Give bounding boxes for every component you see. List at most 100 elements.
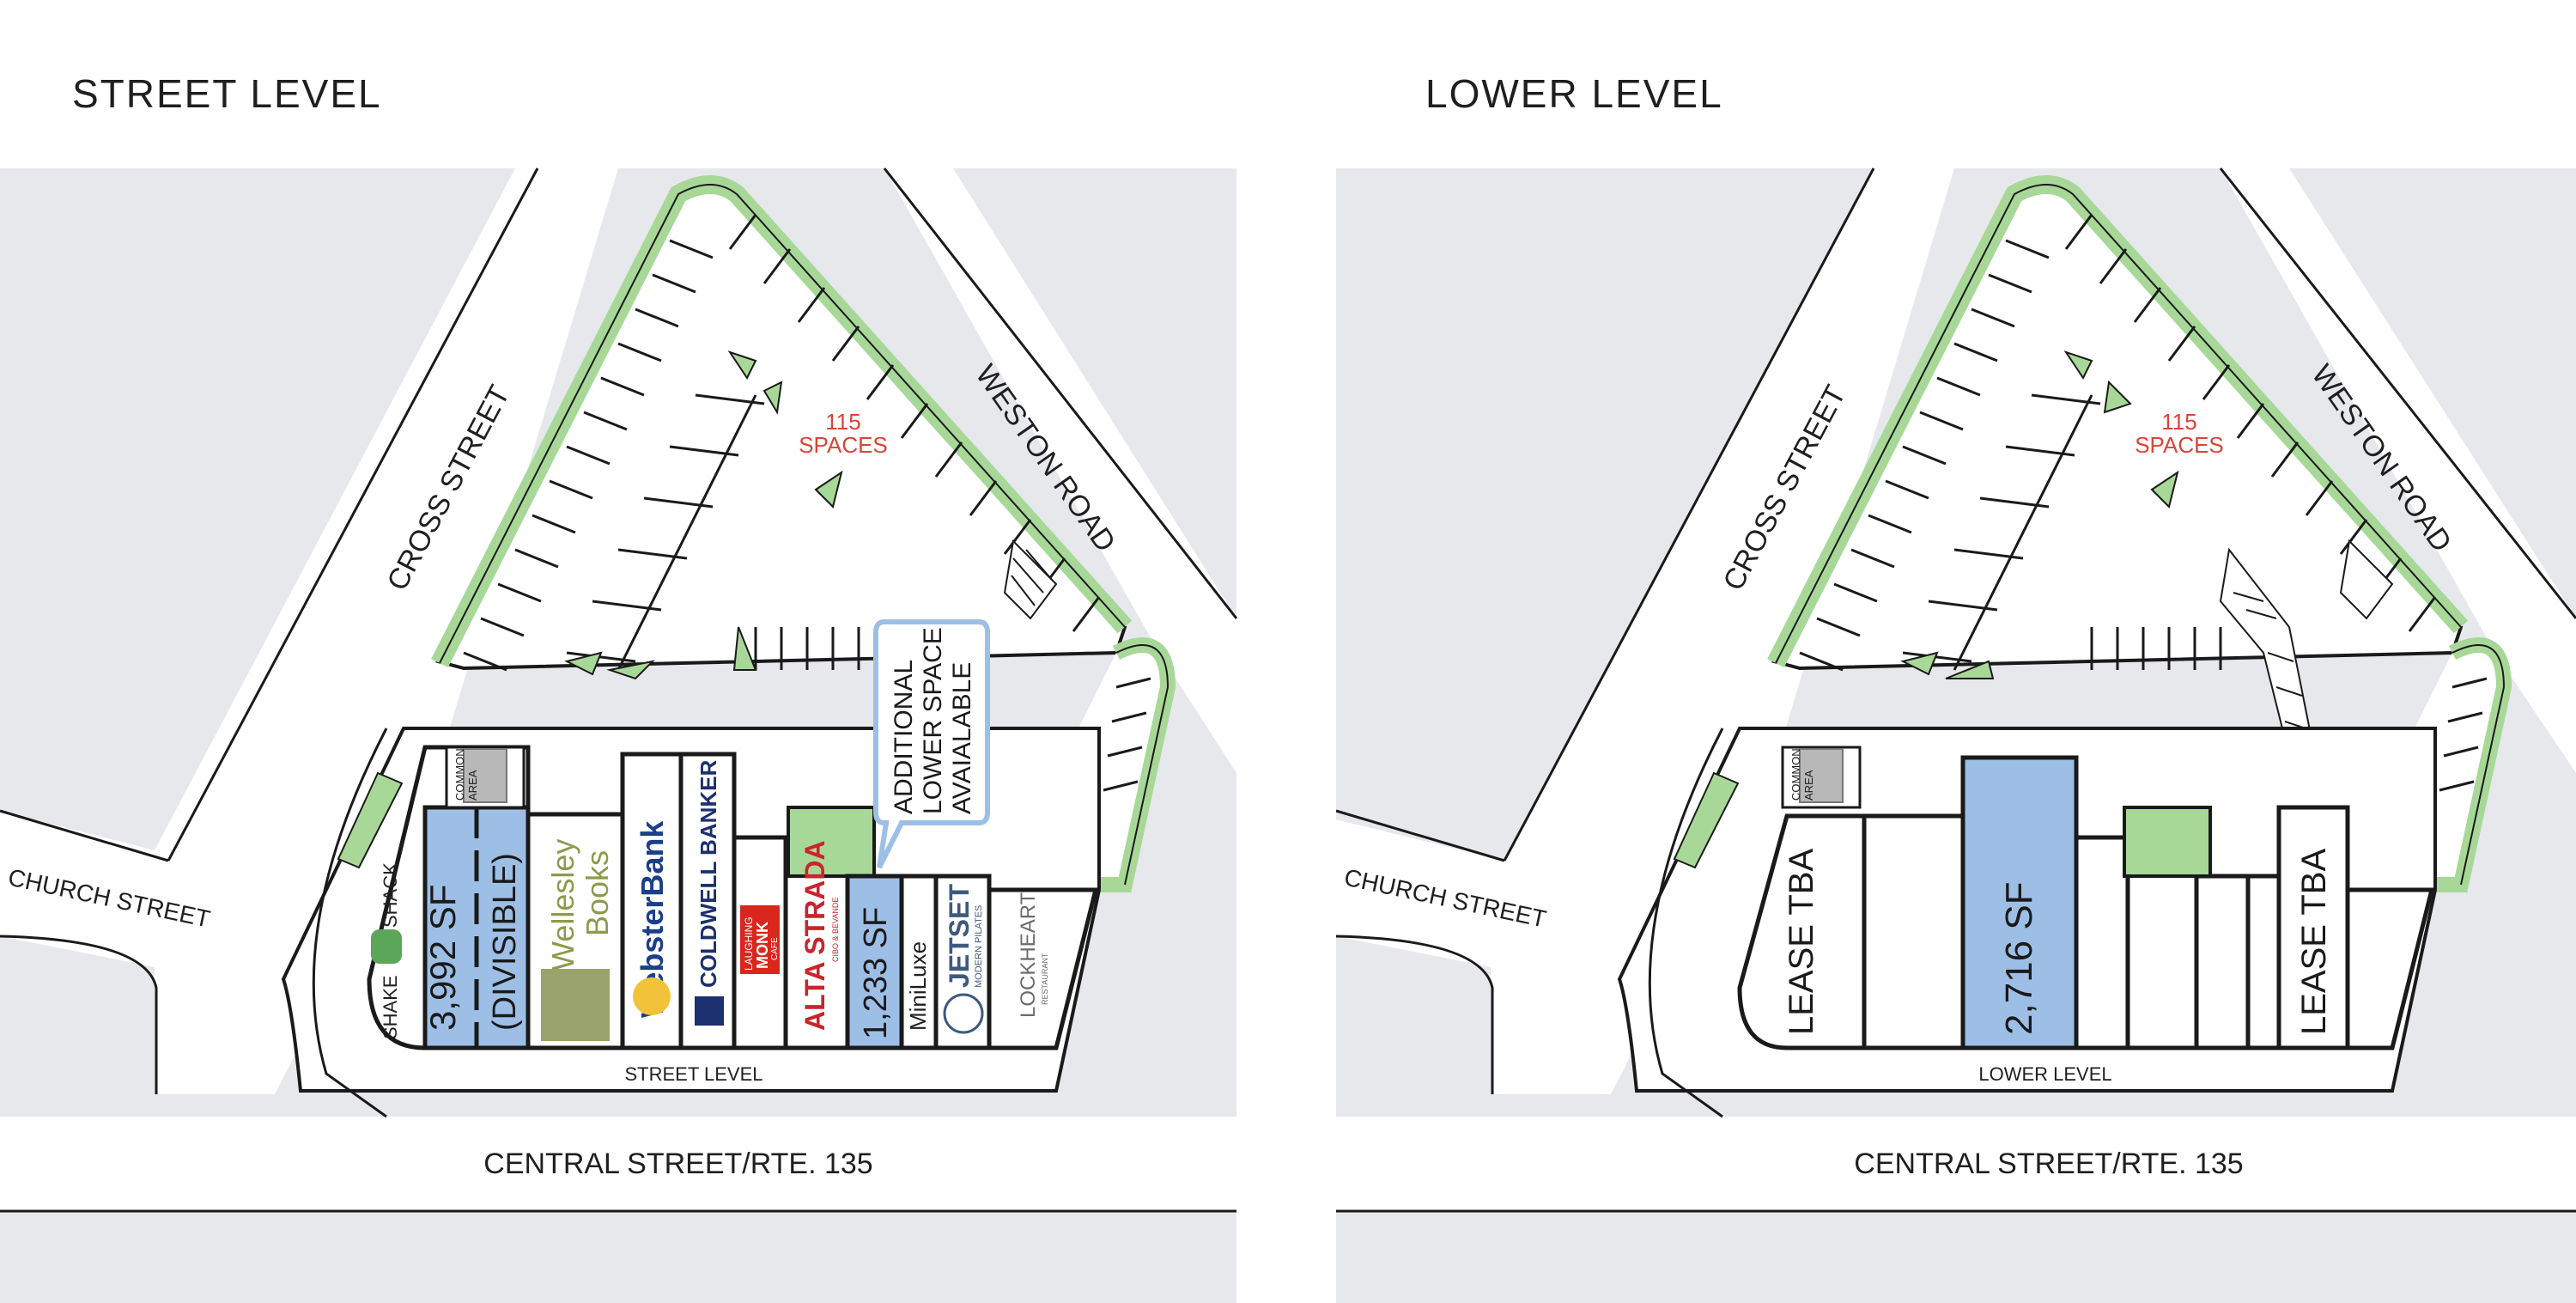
street-level-title: STREET LEVEL xyxy=(72,71,382,116)
cross-curb-a xyxy=(1336,809,1505,862)
unit-6[interactable] xyxy=(2194,874,2251,1050)
lease-tba-2-label: LEASE TBA xyxy=(2295,849,2333,1035)
cross-street-area xyxy=(1336,168,1954,1094)
parking-stripes-drive xyxy=(2090,627,2222,670)
green-island-6 xyxy=(732,626,757,671)
street-level-map-svg: 115 SPACES CROSS STREET WESTON ROAD CHUR… xyxy=(0,167,1238,1303)
plaza-green xyxy=(337,771,404,869)
green-island-1 xyxy=(2063,350,2093,380)
callout-line-3: AVAIALABLE xyxy=(948,662,976,814)
parking-stripes-left xyxy=(463,239,714,672)
central-street-road xyxy=(0,1117,1236,1211)
callout-bubble xyxy=(873,619,990,869)
green-island-4 xyxy=(564,651,603,676)
church-lot xyxy=(1336,936,1492,1094)
space-2716[interactable] xyxy=(1960,755,2079,1050)
hatched-area xyxy=(1003,539,1058,620)
weston-curb xyxy=(883,167,1238,619)
miniluxe-label: MiniLuxe xyxy=(905,941,931,1031)
courtyard-green xyxy=(787,806,876,878)
hatched-area xyxy=(2339,539,2394,620)
lockheart-sub: RESTAURANT xyxy=(1041,953,1049,1005)
green-island-3 xyxy=(814,470,843,508)
lower-units xyxy=(1737,805,2435,1050)
wellesley-books-label-1: Wellesley xyxy=(545,839,580,971)
common-area-label-1: COMMON xyxy=(1789,748,1802,801)
unit-7[interactable] xyxy=(2245,874,2281,1050)
cross-curb-b xyxy=(1503,167,1875,862)
lower-level-map-svg: 115 SPACES CROSS STREET WESTON ROAD CHUR… xyxy=(1336,167,2576,1303)
central-street-label: CENTRAL STREET/RTE. 135 xyxy=(1854,1148,2243,1180)
laughing-monk-label-1: LAUGHING xyxy=(743,916,755,971)
wellesley-books-label-2: Books xyxy=(580,850,615,936)
parking-green-outline xyxy=(1775,184,2462,664)
green-island-4 xyxy=(1900,651,1939,676)
street-level-map: 115 SPACES CROSS STREET WESTON ROAD CHUR… xyxy=(0,167,1238,1303)
unit-lease-2[interactable] xyxy=(2276,805,2350,1050)
store-lockheart[interactable] xyxy=(987,887,1099,1050)
shake-shack-label-1: SHAKE xyxy=(380,975,401,1039)
parking-stripes-right xyxy=(2064,214,2437,632)
common-area-label-2: AREA xyxy=(466,770,479,801)
parking-stripes-left xyxy=(1799,239,2050,672)
space-1233-label: 1,233 SF xyxy=(858,907,894,1039)
alta-strada-sub: CIBO & BEVANDE xyxy=(831,898,840,962)
laughing-monk-label-3: CAFE xyxy=(770,937,780,960)
parking-count: 115 xyxy=(825,409,860,435)
weston-curb xyxy=(2219,167,2576,619)
cross-curb-b xyxy=(167,167,539,862)
level-label: LOWER LEVEL xyxy=(1978,1063,2111,1085)
lower-level-title: LOWER LEVEL xyxy=(1425,71,1723,116)
shake-shack-burger-icon xyxy=(371,929,402,964)
unit-8[interactable] xyxy=(2345,887,2435,1050)
laughing-monk-logo-bg xyxy=(740,905,780,974)
plaza-green xyxy=(1673,771,1740,869)
center-divider xyxy=(1953,394,2093,671)
green-island-3 xyxy=(2150,470,2179,508)
jetset-logo-icon xyxy=(943,993,984,1034)
coldwell-banker-logo-icon xyxy=(695,996,724,1026)
laughing-monk-label-2: MONK xyxy=(754,922,771,969)
space-1233[interactable] xyxy=(845,874,904,1050)
store-miniluxe[interactable] xyxy=(899,874,939,1050)
weston-road xyxy=(2221,168,2576,773)
weston-road xyxy=(884,168,1236,773)
lockheart-label: LOCKHEART xyxy=(1017,892,1040,1018)
space-2716-label: 2,716 SF xyxy=(1998,881,2040,1035)
callout-line-1: ADDITIONAL xyxy=(890,660,918,814)
common-area-fill xyxy=(463,748,507,803)
hatch-lines xyxy=(1011,549,1053,606)
central-street-road xyxy=(1336,1117,2576,1211)
east-drive-outline xyxy=(1115,644,1170,886)
parking-spaces-label: SPACES xyxy=(2135,432,2224,458)
common-area-label-2: AREA xyxy=(1802,770,1815,801)
building-plaza-curve xyxy=(312,728,388,1118)
cross-curb-a xyxy=(0,809,169,862)
coldwell-banker-label: COLDWELL BANKER xyxy=(696,759,721,988)
common-area-fill xyxy=(1799,748,1844,803)
parking-green-outline xyxy=(439,184,1126,664)
center-divider xyxy=(617,394,757,671)
space-3992-label: 3,992 SF xyxy=(422,885,463,1031)
ramp-hatch-lines xyxy=(2233,592,2312,731)
alta-strada-label: ALTA STRADA xyxy=(799,840,830,1031)
green-island-2 xyxy=(762,381,783,415)
unit-2[interactable] xyxy=(1862,813,1965,1050)
webster-bank-logo-icon xyxy=(633,977,671,1015)
jetset-label: JETSET xyxy=(944,884,975,988)
callout-line-2: LOWER SPACE xyxy=(919,627,947,814)
building-plaza-curve xyxy=(1648,728,1724,1118)
level-label: STREET LEVEL xyxy=(625,1063,763,1085)
church-curb xyxy=(0,935,158,1094)
unit-lease-1[interactable] xyxy=(1737,813,1867,1050)
wellesley-books-logo-icon xyxy=(541,969,610,1041)
east-stripes xyxy=(1103,677,1151,792)
parking-stripes-center xyxy=(1902,393,2101,663)
unit-4[interactable] xyxy=(2074,835,2130,1050)
east-drive-outline xyxy=(2451,644,2506,886)
parking-stripes-center xyxy=(566,393,765,663)
green-island-5 xyxy=(1945,660,1995,679)
central-street-label: CENTRAL STREET/RTE. 135 xyxy=(483,1148,872,1180)
green-island-1 xyxy=(727,350,757,380)
cross-street-area xyxy=(0,168,618,1094)
